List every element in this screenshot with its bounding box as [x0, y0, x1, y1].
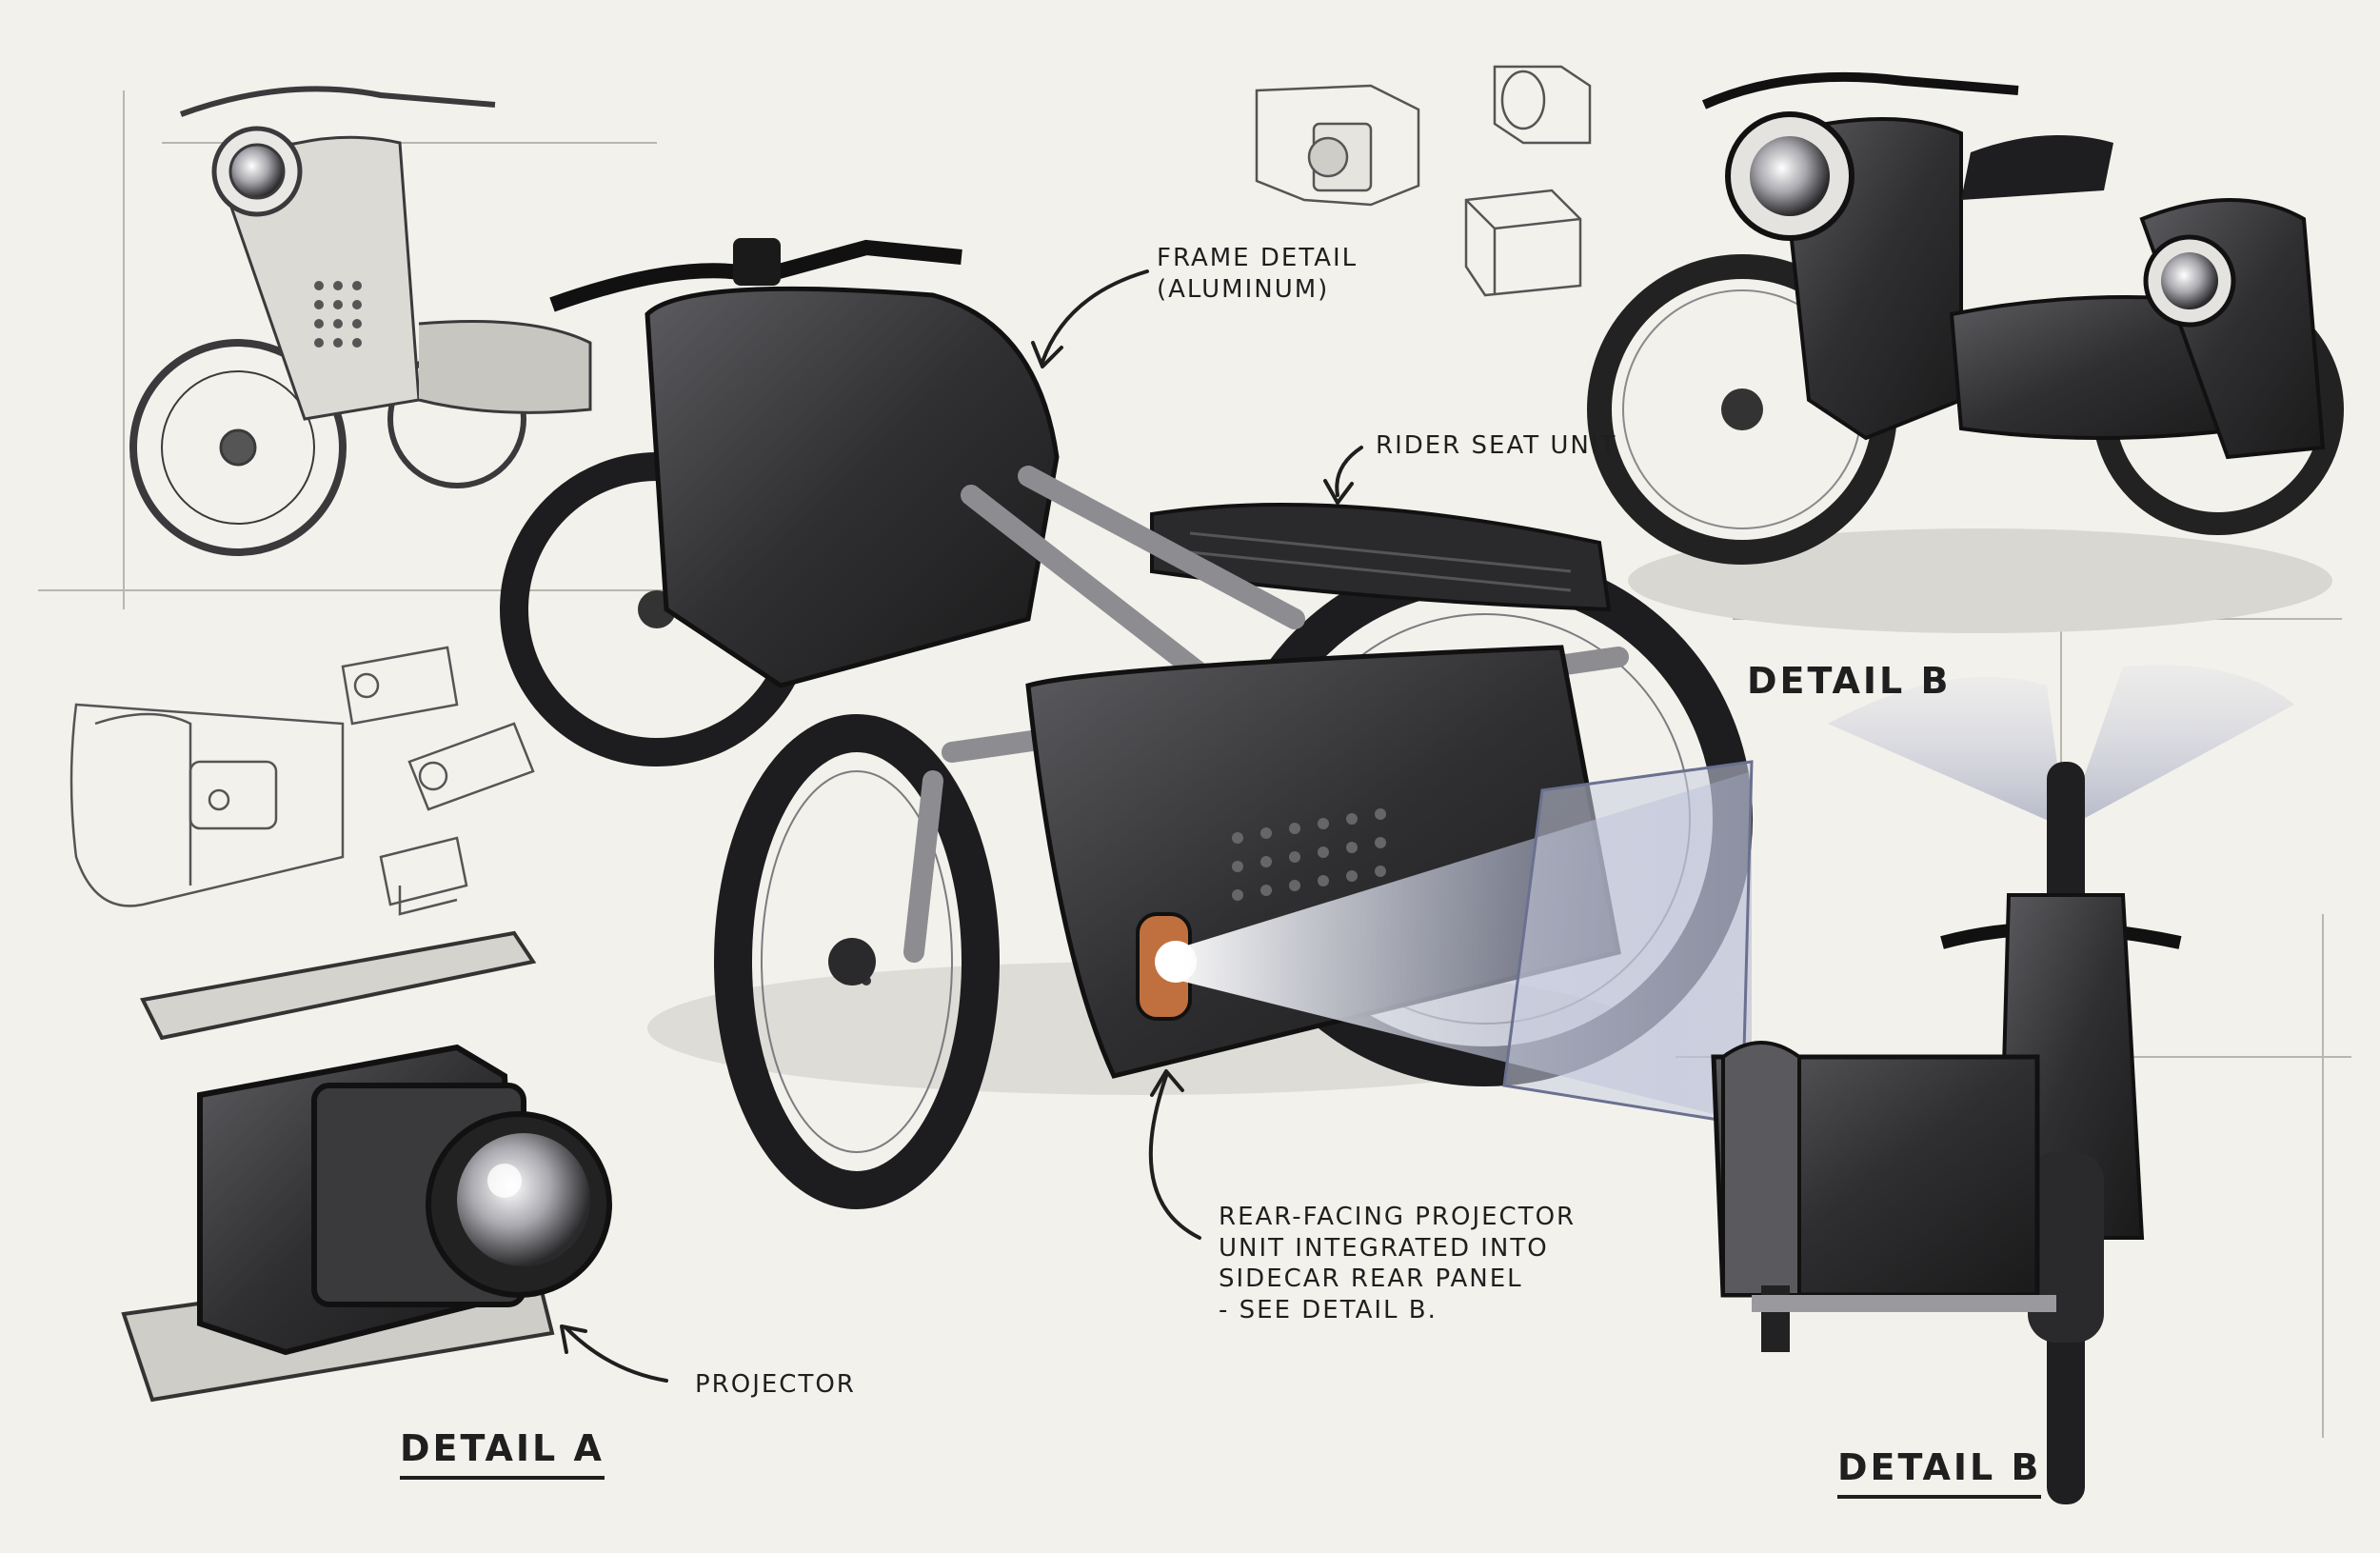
housing-box-sketches [1255, 65, 1592, 297]
rider-seat-arrow [1335, 446, 1363, 497]
projector-arrow [565, 1326, 668, 1383]
detail-a-projector-render [121, 930, 612, 1403]
projector-callout: PROJECTOR [695, 1370, 856, 1399]
sidecar-bike-render-right [1587, 71, 2344, 633]
frame-detail-line-1: FRAME DETAIL [1157, 244, 1359, 272]
frame-detail-callout: FRAME DETAIL (ALUMINUM) [1157, 243, 1358, 305]
projector-note-arrow [1148, 1074, 1201, 1240]
frame-detail-line-2: (ALUMINUM) [1157, 274, 1330, 304]
detail-b-title-bottom: DETAIL B [1837, 1445, 2042, 1499]
projector-note-line-3: SIDECAR REAR PANEL [1219, 1264, 1523, 1293]
detail-b-title-top: DETAIL B [1747, 660, 1952, 702]
projector-note-line-2: UNIT INTEGRATED INTO [1219, 1233, 1549, 1263]
thumbnail-bike-sketch [129, 86, 592, 556]
projector-note-line-4: - SEE DETAIL B. [1219, 1295, 1438, 1324]
projector-note-line-1: REAR-FACING PROJECTOR [1219, 1203, 1577, 1231]
rider-seat-callout: RIDER SEAT UNIT [1376, 431, 1617, 460]
detail-b-top-view [1711, 665, 2294, 1504]
sidecar-bike-main-render [500, 238, 1754, 1209]
projector-note-callout: REAR-FACING PROJECTOR UNIT INTEGRATED IN… [1219, 1202, 1576, 1325]
detail-a-title: DETAIL A [400, 1426, 605, 1480]
frame-detail-arrow [1041, 269, 1149, 364]
loose-component-sketches [69, 646, 535, 916]
callout-arrows [560, 269, 1363, 1383]
